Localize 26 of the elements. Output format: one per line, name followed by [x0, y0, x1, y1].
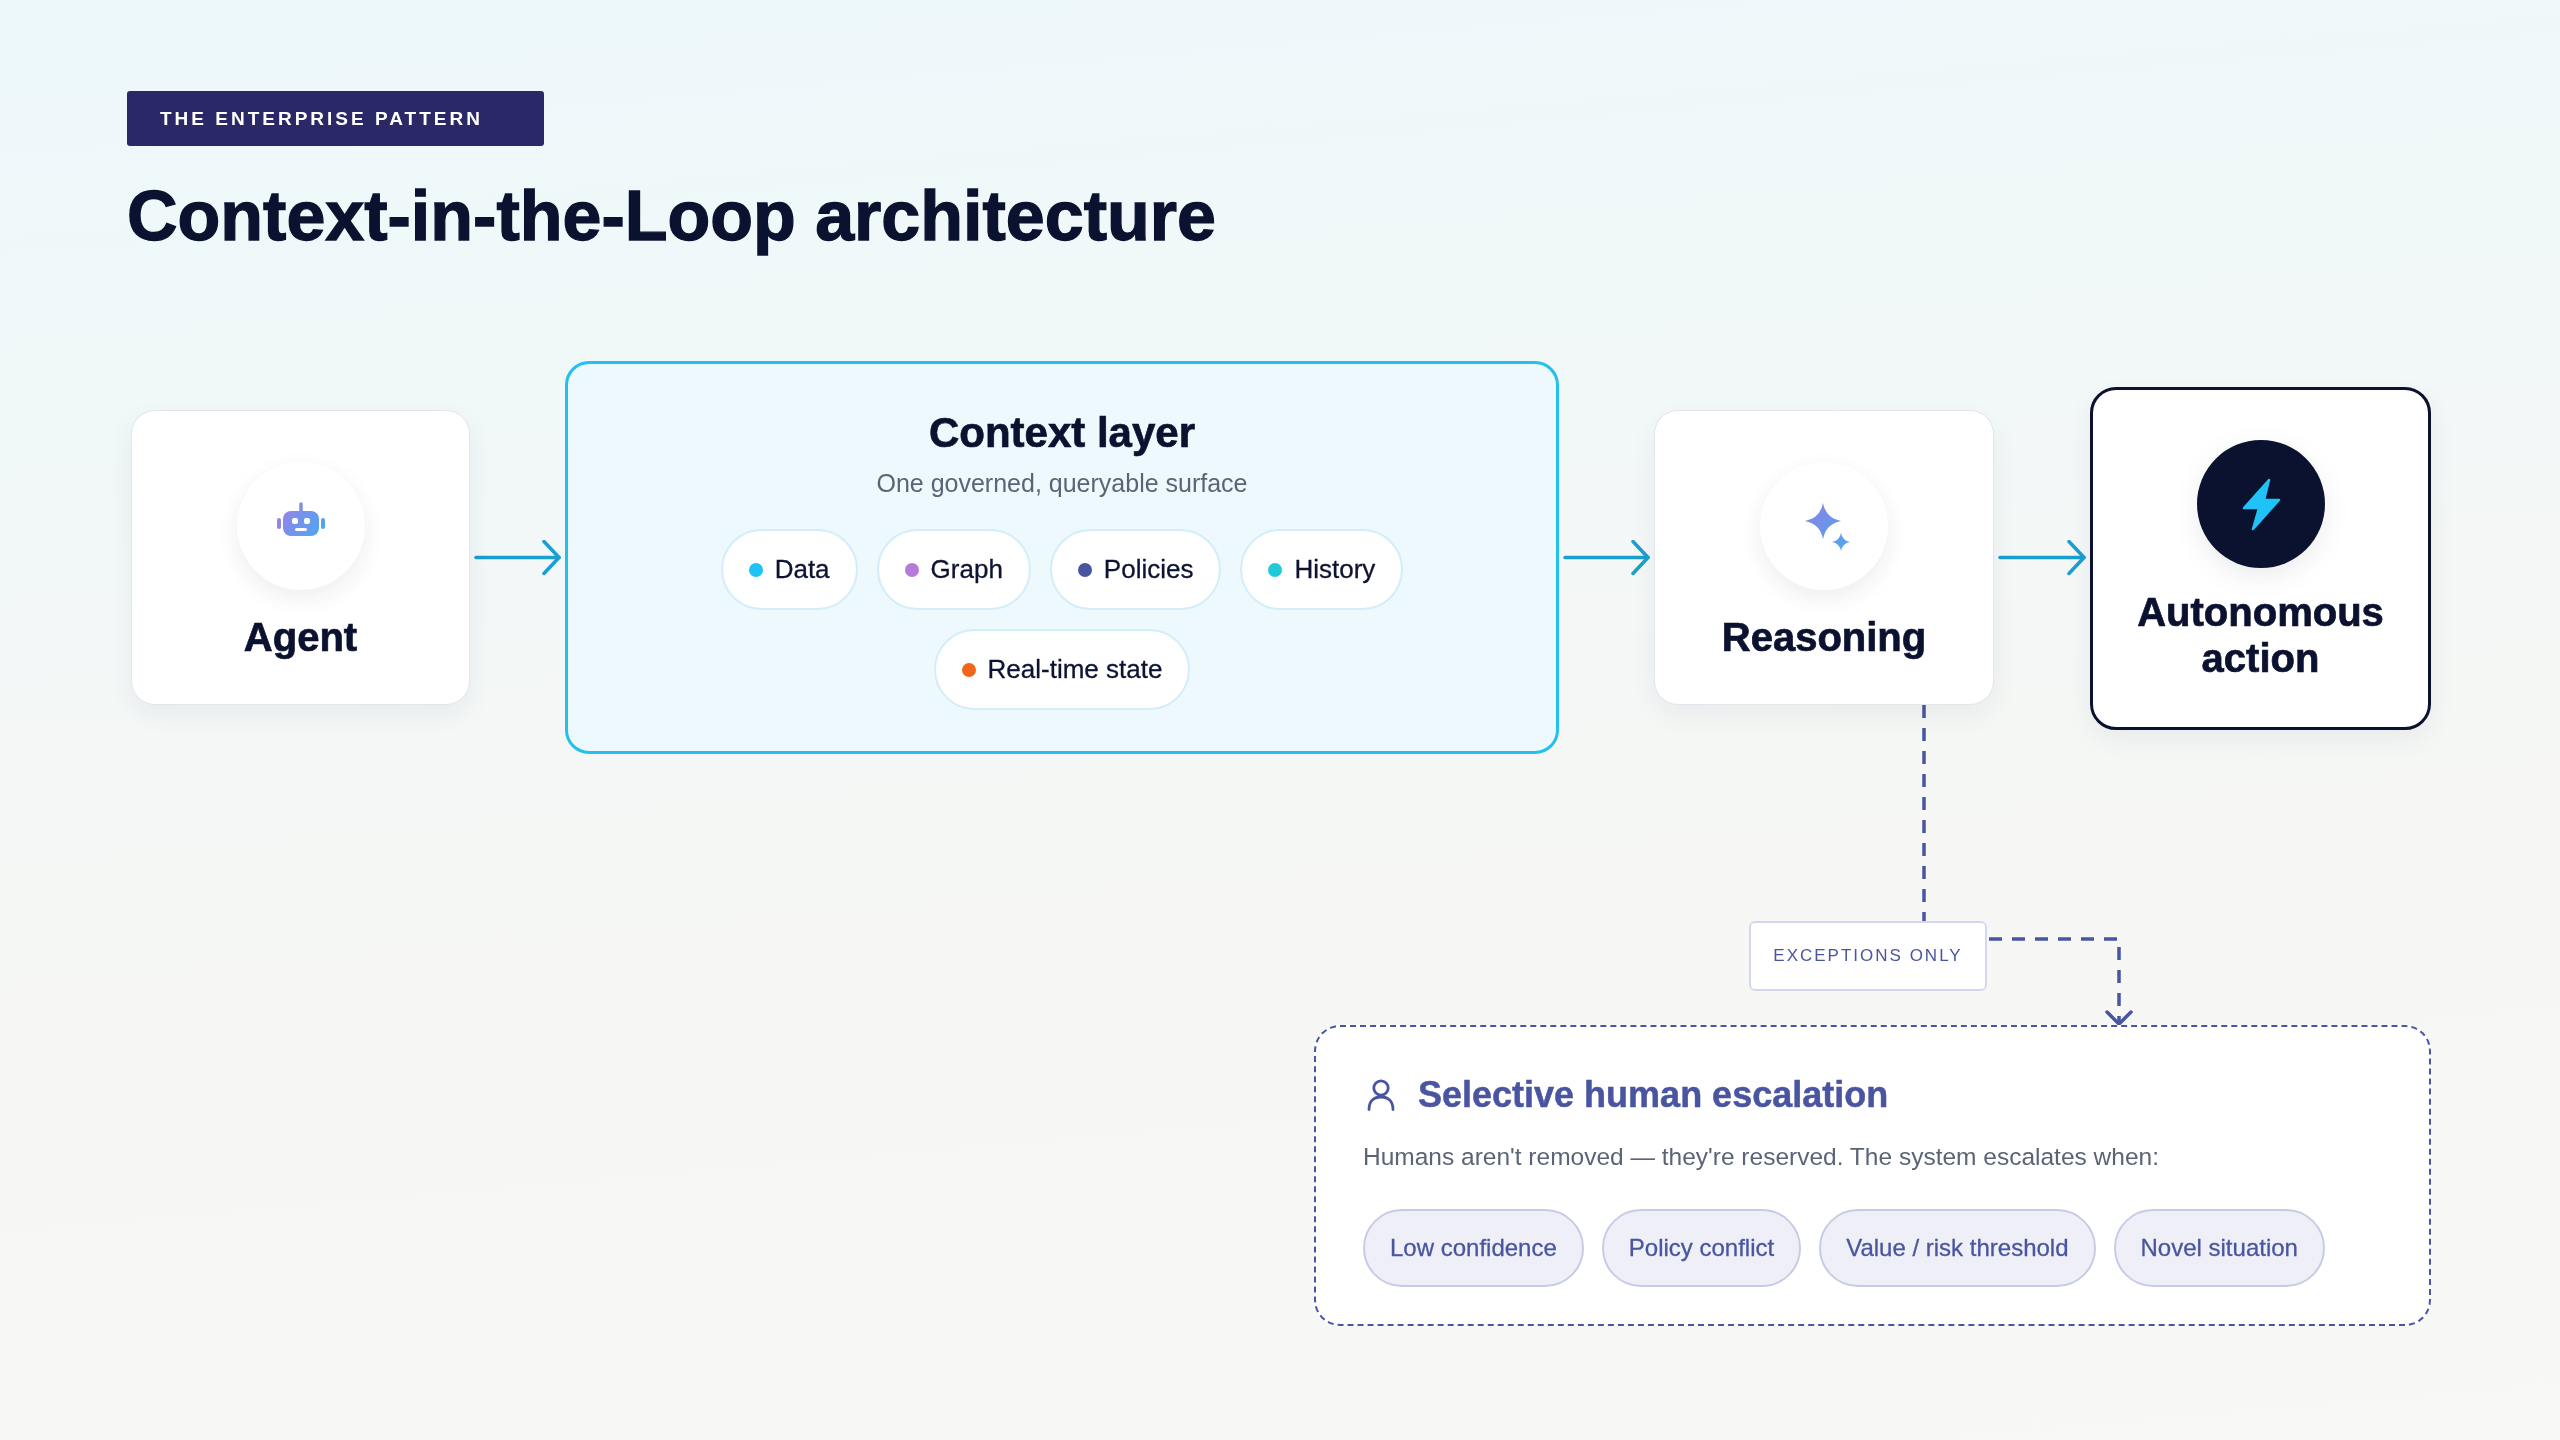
step-card [1654, 410, 1994, 705]
arrow [1563, 539, 1650, 576]
chip-label: History [1294, 554, 1376, 585]
chip-label: Data [774, 554, 830, 585]
escalation-panel [1314, 1025, 2431, 1326]
step-title: Agent [243, 614, 358, 660]
arrow [1998, 539, 2086, 576]
panel-title: Selective human escalation [1418, 1073, 1889, 1117]
step-card [2090, 387, 2431, 730]
context-layer-panel [565, 361, 1559, 754]
panel-title: Context layer [928, 408, 1196, 458]
chip-label: Real-time state [987, 654, 1163, 685]
condition-chip: Low confidence [1363, 1209, 1584, 1287]
condition-chip: Policy conflict [1601, 1209, 1802, 1287]
panel-description: Humans aren't removed — they're reserved. The system escalates when: [1363, 1142, 2159, 1172]
step-card [131, 410, 470, 705]
condition-chip: Value / risk threshold [1819, 1209, 2096, 1287]
chip-label: Graph [930, 554, 1003, 585]
arrow [474, 539, 561, 576]
step-title: Reasoning [1721, 614, 1927, 660]
edge-label: EXCEPTIONS ONLY [1749, 921, 1987, 991]
step-title: Autonomous action [2136, 589, 2385, 681]
condition-chip: Novel situation [2113, 1209, 2325, 1287]
eyebrow-tag: THE ENTERPRISE PATTERN [127, 91, 544, 146]
panel-subtitle: One governed, queryable surface [876, 468, 1248, 498]
chip-label: Policies [1103, 554, 1194, 585]
